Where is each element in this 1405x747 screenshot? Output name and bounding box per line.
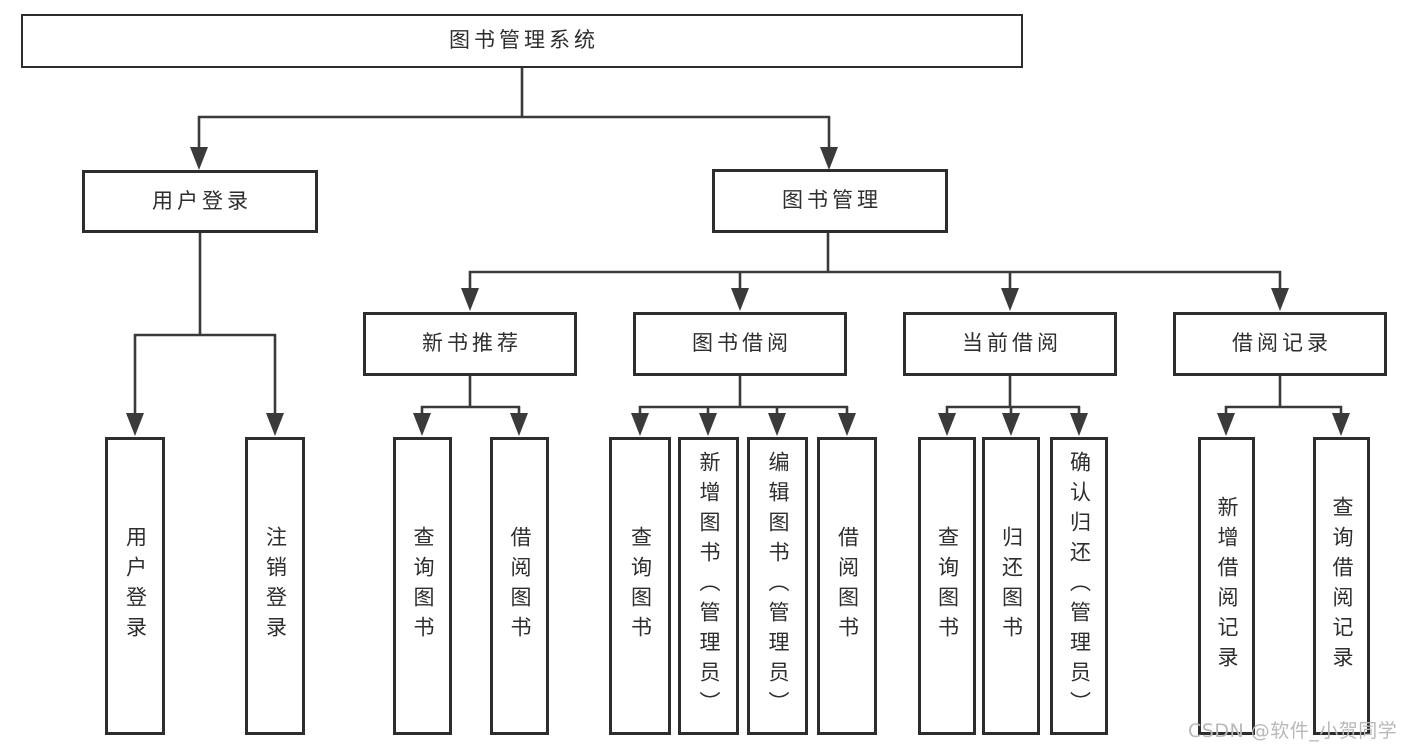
- node-root-library-management-system: 图书管理系统: [21, 14, 1023, 68]
- leaf-query-books-current: 查询图书: [918, 437, 976, 735]
- csdn-watermark: CSDN @软件_小贺同学: [1188, 720, 1398, 742]
- node-book-management: 图书管理: [712, 169, 948, 233]
- node-current-borrow: 当前借阅: [903, 312, 1117, 376]
- node-user-login: 用户登录: [82, 170, 318, 233]
- leaf-query-books-recommend: 查询图书: [393, 437, 452, 735]
- leaf-add-borrow-record: 新增借阅记录: [1198, 437, 1255, 735]
- leaf-borrow-books: 借阅图书: [817, 437, 877, 735]
- leaf-borrow-books-recommend: 借阅图书: [490, 437, 549, 735]
- leaf-confirm-return-admin: 确认归还（管理员）: [1050, 437, 1108, 735]
- leaf-logout: 注销登录: [245, 437, 305, 735]
- node-book-borrow: 图书借阅: [633, 312, 847, 376]
- leaf-return-books: 归还图书: [982, 437, 1040, 735]
- node-new-book-recommend: 新书推荐: [363, 312, 577, 376]
- leaf-query-books-borrow: 查询图书: [609, 437, 671, 735]
- node-borrow-records: 借阅记录: [1173, 312, 1387, 376]
- leaf-query-borrow-record: 查询借阅记录: [1313, 437, 1370, 735]
- leaf-user-login: 用户登录: [105, 437, 165, 735]
- leaf-edit-books-admin: 编辑图书（管理员）: [747, 437, 808, 735]
- leaf-add-books-admin: 新增图书（管理员）: [678, 437, 739, 735]
